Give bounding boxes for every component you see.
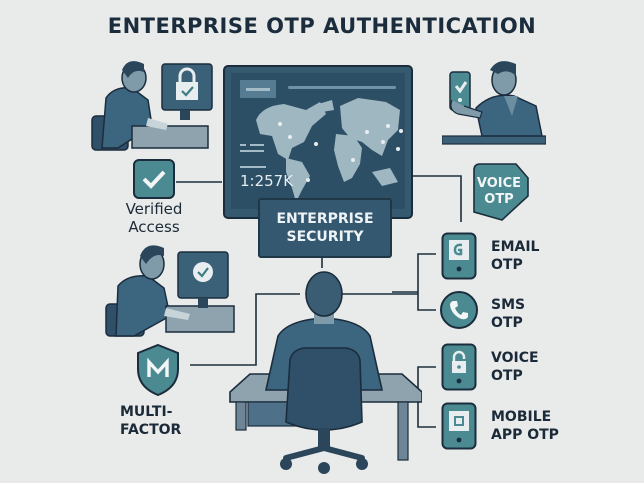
shield-m-icon bbox=[137, 343, 179, 397]
mobile-app-otp-label: MOBILE APP OTP bbox=[491, 408, 559, 444]
badge-line-1: VOICE bbox=[476, 176, 522, 191]
email-otp-label: EMAIL OTP bbox=[491, 238, 539, 274]
enterprise-security-tag: ENTERPRISE SECURITY bbox=[258, 198, 392, 258]
user-verified-workstation-illustration bbox=[105, 245, 235, 337]
verified-access-label: Verified Access bbox=[117, 200, 191, 236]
label-line-1: MULTI- bbox=[120, 404, 173, 420]
label-line-1: Verified bbox=[125, 200, 183, 218]
label-line-2: OTP bbox=[491, 257, 523, 273]
world-map-monitor bbox=[223, 65, 413, 219]
voice-otp-label: VOICE OTP bbox=[491, 349, 539, 385]
page-title: ENTERPRISE OTP AUTHENTICATION bbox=[107, 14, 537, 38]
verified-access-item bbox=[132, 158, 176, 200]
padlock-device-icon bbox=[441, 343, 477, 391]
multi-factor-item bbox=[134, 343, 182, 397]
tag-line-1: ENTERPRISE bbox=[276, 211, 374, 227]
label-line-2: OTP bbox=[491, 315, 523, 331]
voice-badge-text: VOICE OTP bbox=[470, 176, 528, 208]
label-line-1: MOBILE bbox=[491, 409, 552, 425]
label-line-2: Access bbox=[128, 218, 180, 236]
label-line-1: EMAIL bbox=[491, 239, 540, 255]
label-line-2: APP OTP bbox=[491, 427, 559, 443]
label-line-1: VOICE bbox=[491, 350, 539, 366]
checkmark-icon bbox=[133, 159, 175, 199]
label-line-1: SMS bbox=[491, 297, 526, 313]
multi-factor-label: MULTI- FACTOR bbox=[120, 403, 181, 439]
shield-badge-icon bbox=[473, 163, 529, 221]
voice-otp-badge: VOICE OTP bbox=[470, 162, 530, 222]
sms-otp-label: SMS OTP bbox=[491, 296, 525, 332]
label-line-2: OTP bbox=[491, 368, 523, 384]
security-operator-illustration bbox=[229, 271, 422, 474]
map-scale-label: 1:257K bbox=[240, 172, 294, 190]
user-phone-illustration bbox=[442, 61, 546, 145]
user-padlock-workstation-illustration bbox=[91, 61, 213, 151]
app-device-icon bbox=[441, 402, 477, 450]
phone-icon bbox=[440, 291, 478, 329]
email-device-icon bbox=[441, 232, 477, 280]
badge-line-2: OTP bbox=[484, 192, 514, 207]
tag-line-2: SECURITY bbox=[286, 229, 364, 245]
label-line-2: FACTOR bbox=[120, 422, 182, 438]
